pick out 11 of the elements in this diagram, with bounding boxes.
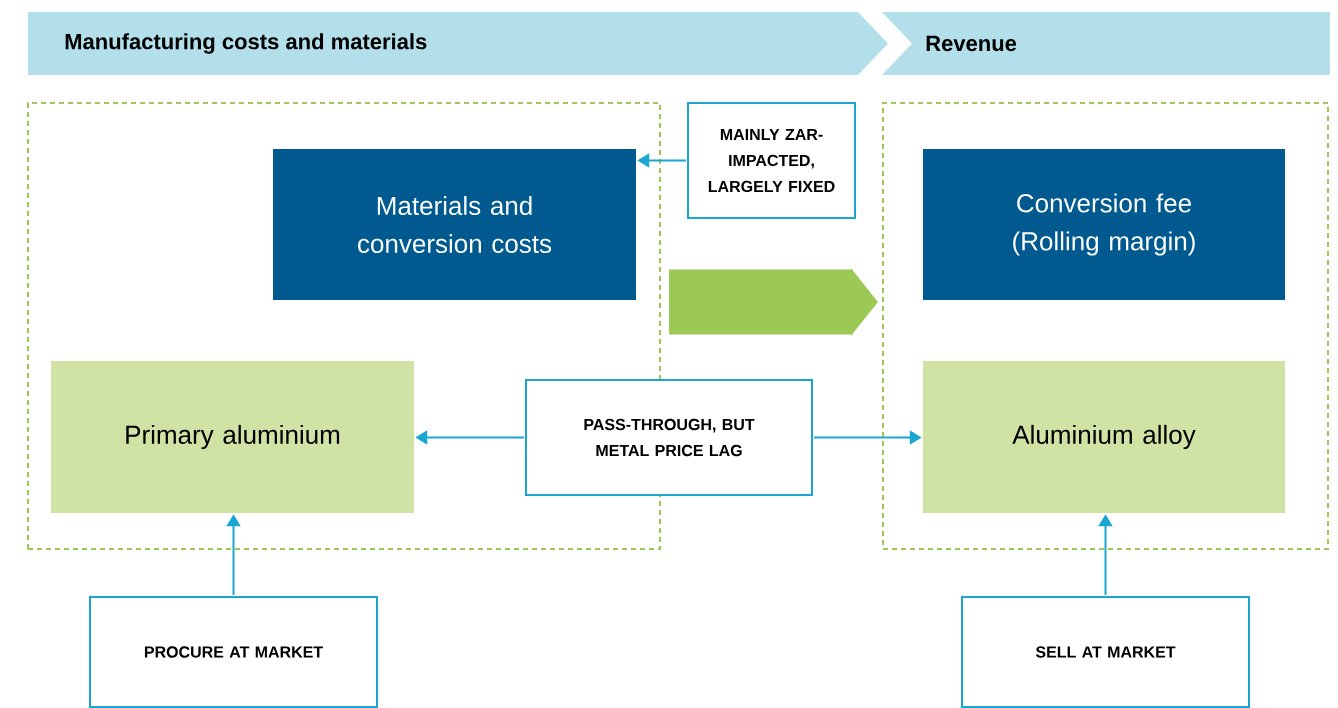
note-box: PROCURE AT MARKET: [89, 596, 378, 708]
note-box: PASS-THROUGH, BUT METAL PRICE LAG: [525, 379, 813, 496]
header-band: Revenue: [882, 12, 1330, 75]
header-band: Manufacturing costs and materials: [28, 12, 888, 75]
dashed-group-box: [882, 102, 1329, 550]
note-box: SELL AT MARKET: [961, 596, 1250, 708]
metal-box: Aluminium alloy: [923, 361, 1285, 513]
cost-box: Materials and conversion costs: [273, 149, 636, 300]
cost-box: Conversion fee (Rolling margin): [923, 149, 1285, 300]
note-box: MAINLY ZAR-IMPACTED, LARGELY FIXED: [687, 102, 856, 219]
metal-box: Primary aluminium: [51, 361, 414, 513]
